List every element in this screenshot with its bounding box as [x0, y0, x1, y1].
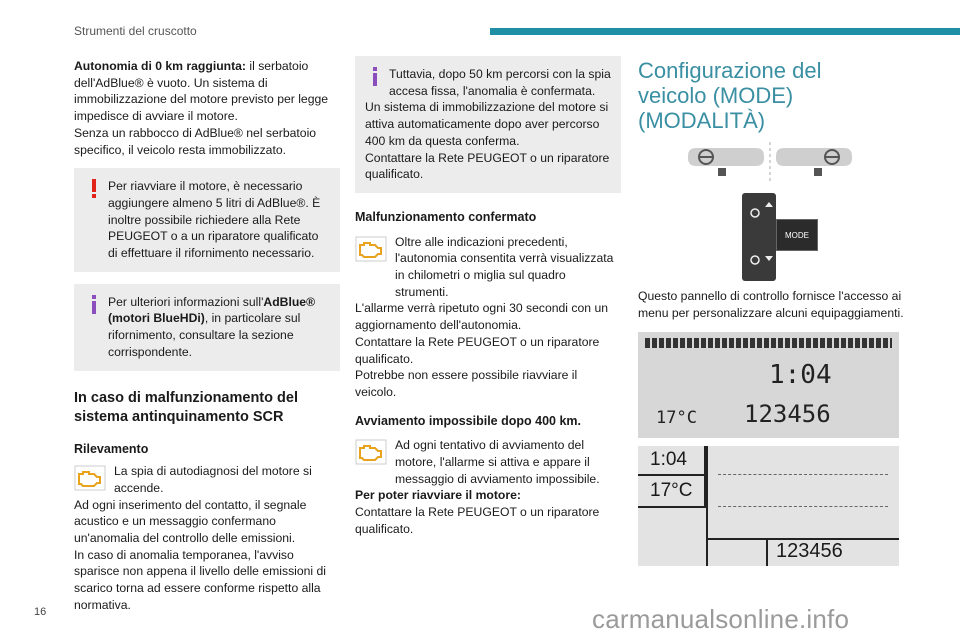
instrument-display-1: 1:04 17°C 123456 — [638, 332, 899, 438]
info-text-2a: Tuttavia, dopo 50 km percorsi con la spi… — [389, 67, 611, 98]
engine-warning-row: La spia di autodiagnosi del motore si ac… — [74, 463, 340, 496]
warning-text: Per riavviare il motore, è necessario ag… — [108, 179, 321, 261]
steering-wheel-icon — [824, 149, 840, 165]
dashed-line — [718, 506, 888, 507]
engine-warning-row-2: Oltre alle indicazioni precedenti, l'aut… — [355, 234, 621, 301]
column-2: Tuttavia, dopo 50 km percorsi con la spi… — [355, 56, 621, 538]
confirm-text: Oltre alle indicazioni precedenti, l'aut… — [395, 234, 614, 299]
dashed-line — [718, 474, 888, 475]
engine-warning-icon — [355, 439, 387, 465]
divider — [766, 538, 768, 566]
divider — [708, 538, 899, 540]
display-odometer-2: 123456 — [776, 540, 843, 562]
bar-indicator — [645, 338, 892, 348]
engine-warning-row-3: Ad ogni tentativo di avviamento del moto… — [355, 437, 621, 487]
lighting-control — [742, 193, 776, 281]
restart-label: Per poter riavviare il motore: — [355, 487, 621, 504]
start-impossible-heading: Avviamento impossibile dopo 400 km. — [355, 413, 581, 428]
engine-warning-icon — [74, 465, 106, 491]
detect-text-3: In caso di anomalia temporanea, l'avviso… — [74, 547, 327, 612]
divider — [706, 446, 708, 566]
info-icon — [92, 294, 96, 314]
mode-button[interactable]: MODE — [776, 219, 818, 251]
confirm-text-3: Contattare la Rete PEUGEOT o un riparato… — [355, 334, 600, 366]
mode-description: Questo pannello di controllo fornisce l'… — [638, 289, 904, 320]
display-temperature: 17°C — [656, 408, 697, 428]
lighting-control-icon — [750, 202, 773, 265]
info-text-post: , in particolare sul rifornimento, consu… — [108, 311, 301, 359]
start-text: Ad ogni tentativo di avviamento del moto… — [395, 438, 600, 486]
detect-text-2: Ad ogni inserimento del contatto, il seg… — [74, 497, 307, 546]
time-cell: 1:04 — [638, 446, 706, 476]
display-time: 1:04 — [769, 360, 832, 390]
confirm-text-2: L'allarme verrà ripetuto ogni 30 secondi… — [355, 301, 608, 333]
display-temperature-2: 17°C — [650, 480, 693, 501]
section-title: Strumenti del cruscotto — [74, 24, 197, 38]
autonomy-text: il serbatoio dell'AdBlue® è vuoto. Un si… — [74, 59, 329, 124]
info-box-2: Tuttavia, dopo 50 km percorsi con la spi… — [355, 56, 621, 193]
page-number: 16 — [34, 606, 47, 618]
info-text-2c: Contattare la Rete PEUGEOT o un riparato… — [365, 150, 610, 182]
instrument-display-2: 1:04 17°C 123456 — [638, 446, 899, 566]
mode-title: Configurazione del veicolo (MODE) (MODAL… — [638, 58, 822, 133]
warning-exclamation-icon — [92, 179, 96, 199]
autonomy-paragraph: Autonomia di 0 km raggiunta: il serbatoi… — [74, 58, 340, 125]
column-3: Configurazione del veicolo (MODE) (MODAL… — [638, 58, 902, 133]
engine-warning-icon — [355, 236, 387, 262]
warning-box: Per riavviare il motore, è necessario ag… — [74, 168, 340, 272]
watermark: carmanualsonline.info — [592, 604, 850, 634]
info-box: Per ulteriori informazioni sull'AdBlue® … — [74, 283, 340, 371]
temp-cell: 17°C — [638, 476, 706, 508]
confirm-text-4: Potrebbe non essere possibile riavviare … — [355, 368, 578, 399]
confirmed-heading: Malfunzionamento confermato — [355, 209, 537, 224]
display-time-2: 1:04 — [650, 449, 687, 470]
info-text: Per ulteriori informazioni sull'AdBlue® … — [84, 294, 330, 361]
mode-control-panel: MODE — [742, 193, 818, 281]
detection-subheading: Rilevamento — [74, 441, 149, 456]
column-1: Autonomia di 0 km raggiunta: il serbatoi… — [74, 58, 340, 614]
steering-wheel-icon — [698, 149, 714, 165]
info-text-2b: Un sistema di immobilizzazione del motor… — [365, 100, 609, 148]
start-text-2: Contattare la Rete PEUGEOT o un riparato… — [355, 505, 600, 536]
info-icon — [373, 67, 377, 86]
steering-wheel-illustration — [688, 142, 852, 184]
detect-text: La spia di autodiagnosi del motore si ac… — [114, 464, 312, 495]
refill-paragraph: Senza un rabbocco di AdBlue® nel serbato… — [74, 125, 317, 157]
autonomy-label: Autonomia di 0 km raggiunta: — [74, 59, 246, 73]
header-accent-bar — [490, 28, 960, 35]
info-text-bold: AdBlue® (motori BlueHDi) — [108, 294, 316, 326]
scr-heading: In caso di malfunzionamento del sistema … — [74, 389, 298, 425]
restart-label-bold: Per poter riavviare il motore: — [355, 488, 521, 503]
display-odometer: 123456 — [744, 400, 831, 428]
info-text-pre: Per ulteriori informazioni sull' — [108, 294, 264, 309]
